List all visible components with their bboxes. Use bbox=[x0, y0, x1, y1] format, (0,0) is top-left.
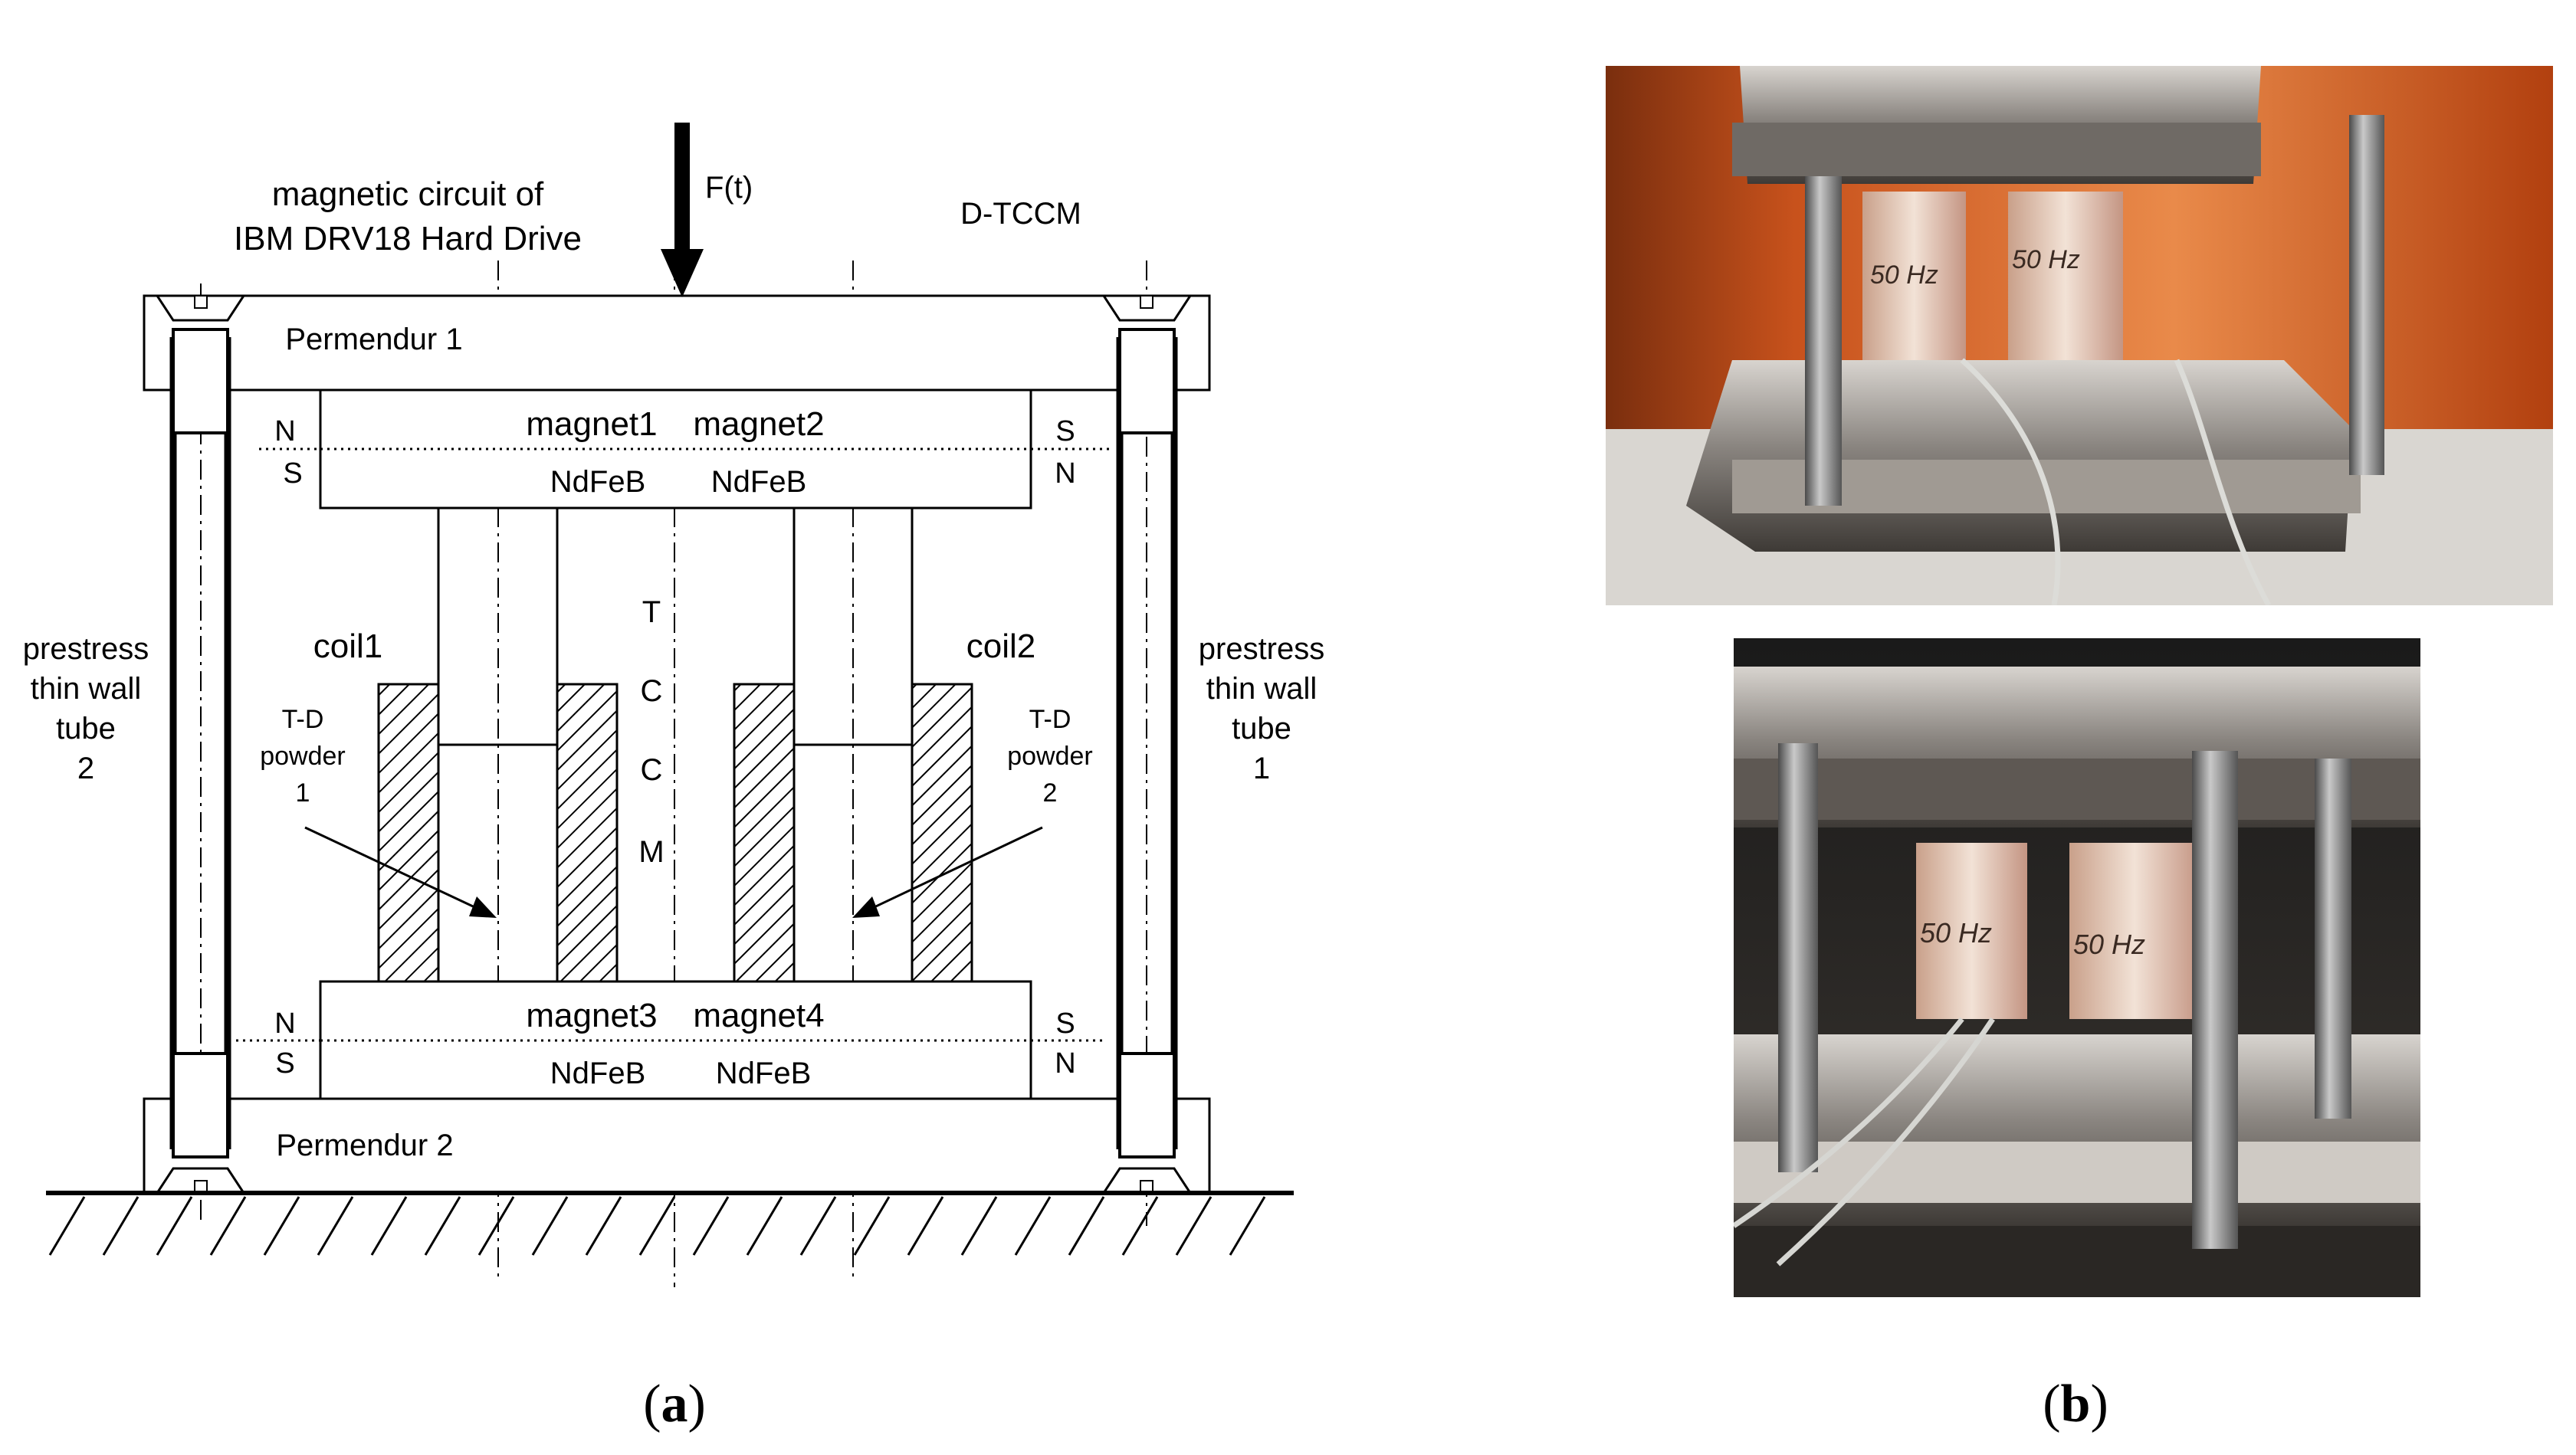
coil1-winding-left bbox=[377, 683, 440, 983]
tube-right-label-line1: prestress bbox=[1199, 632, 1325, 666]
tube-right-label-line2: thin wall bbox=[1206, 672, 1318, 706]
force-arrow bbox=[661, 123, 704, 297]
tccm-letter-m: M bbox=[638, 835, 664, 869]
powder-leaders bbox=[304, 826, 1043, 918]
prestress-tube-right bbox=[1101, 294, 1193, 1194]
powder1-label-line2: powder bbox=[260, 742, 346, 771]
coil2-winding-left bbox=[733, 683, 796, 983]
tccm-letter-t: T bbox=[642, 595, 661, 629]
permendur-1-label: Permendur 1 bbox=[285, 323, 462, 356]
pole-n-bottom-left: N bbox=[274, 1008, 295, 1040]
caption-a: (a) bbox=[643, 1375, 706, 1434]
ndfeb-label-1: NdFeB bbox=[550, 465, 646, 499]
permendur-1-plate bbox=[143, 294, 1211, 392]
photo-bottom: 50 Hz 50 Hz bbox=[1734, 638, 2420, 1297]
pole-s-top-right: S bbox=[1055, 415, 1075, 447]
prestress-tube-left bbox=[155, 294, 246, 1194]
coil1-winding-right bbox=[556, 683, 619, 983]
pole-n-top-left: N bbox=[274, 415, 295, 447]
coil2-label: coil2 bbox=[966, 628, 1036, 665]
tccm-letter-c2: C bbox=[641, 753, 663, 787]
coil1-label: coil1 bbox=[313, 628, 383, 665]
magnetic-circuit-label-line2: IBM DRV18 Hard Drive bbox=[234, 220, 582, 257]
panel-a-diagram: F(t) magnetic circuit of IBM DRV18 Hard … bbox=[23, 123, 1325, 1434]
caption-b: (b) bbox=[2043, 1375, 2108, 1434]
tube-right-label-num: 1 bbox=[1253, 752, 1270, 785]
ndfeb-label-3: NdFeB bbox=[550, 1057, 646, 1090]
photo-top: 50 Hz 50 Hz bbox=[1606, 66, 2553, 605]
ndfeb-label-4: NdFeB bbox=[716, 1057, 812, 1090]
pole-n-bottom-right: N bbox=[1055, 1047, 1075, 1080]
tube-right-label-line3: tube bbox=[1232, 712, 1291, 746]
ndfeb-label-2: NdFeB bbox=[711, 465, 807, 499]
powder1-label-line3: 1 bbox=[296, 778, 310, 808]
coil2-winding-right bbox=[911, 683, 973, 983]
force-label: F(t) bbox=[705, 171, 753, 205]
panel-b-photos: 50 Hz 50 Hz bbox=[1606, 66, 2553, 1434]
magnet2-label: magnet2 bbox=[693, 405, 824, 443]
tube-left-label-line3: tube bbox=[56, 712, 116, 746]
photo-top-coil-text-2: 50 Hz bbox=[2012, 245, 2080, 274]
pole-n-top-right: N bbox=[1055, 457, 1075, 490]
powder2-label-line3: 2 bbox=[1043, 778, 1058, 808]
ground bbox=[46, 1191, 1294, 1256]
tube-left-label-line2: thin wall bbox=[31, 672, 142, 706]
powder2-label-line1: T-D bbox=[1029, 705, 1071, 734]
dtccm-label: D-TCCM bbox=[960, 197, 1081, 231]
magnetic-circuit-label-line1: magnetic circuit of bbox=[272, 175, 544, 213]
tube-left-label-line1: prestress bbox=[23, 632, 149, 666]
photo-top-coil-text-1: 50 Hz bbox=[1870, 261, 1938, 290]
magnet-block-bottom bbox=[319, 980, 1032, 1100]
powder1-label-line1: T-D bbox=[282, 705, 324, 734]
tube-left-label-num: 2 bbox=[77, 752, 94, 785]
magnet4-label: magnet4 bbox=[693, 997, 824, 1034]
pole-s-bottom-left: S bbox=[275, 1047, 294, 1080]
tccm-letter-c1: C bbox=[641, 674, 663, 708]
pole-s-bottom-right: S bbox=[1055, 1008, 1075, 1040]
photo-bottom-coil-text-1: 50 Hz bbox=[1920, 917, 1992, 949]
pole-s-top-left: S bbox=[283, 457, 302, 490]
powder2-label-line2: powder bbox=[1007, 742, 1093, 771]
permendur-2-label: Permendur 2 bbox=[276, 1129, 453, 1162]
magnet1-label: magnet1 bbox=[526, 405, 657, 443]
magnet-block-top bbox=[319, 388, 1032, 510]
photo-bottom-coil-text-2: 50 Hz bbox=[2073, 929, 2145, 960]
magnet3-label: magnet3 bbox=[526, 997, 657, 1034]
